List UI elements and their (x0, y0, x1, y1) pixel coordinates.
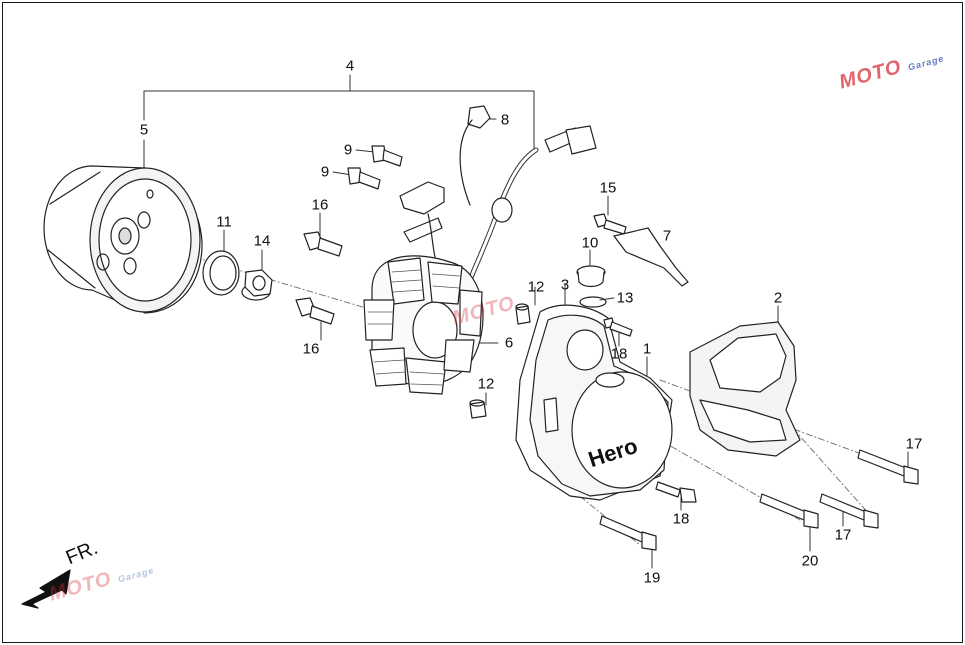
callout-20: 20 (801, 552, 819, 570)
callout-15: 15 (599, 179, 617, 197)
dowel-pins-12 (469, 303, 531, 419)
generator-cover-1 (529, 314, 673, 497)
bolts-17-20-19 (599, 449, 919, 551)
callout-18a: 18 (610, 345, 628, 363)
plug-10 (576, 265, 606, 288)
callout-7: 7 (662, 227, 672, 245)
callout-14: 14 (253, 232, 271, 250)
grommet-8 (459, 105, 491, 206)
bolts-18 (603, 317, 697, 503)
clamp-bracket-7 (613, 227, 689, 287)
callout-17a: 17 (905, 435, 923, 453)
callout-16a: 16 (311, 196, 329, 214)
callout-10: 10 (581, 234, 599, 252)
callout-19: 19 (643, 569, 661, 587)
washer-11 (202, 250, 240, 296)
outer-cover-2 (689, 321, 801, 457)
leader-lines (119, 74, 909, 569)
flange-nut-14 (241, 269, 273, 301)
stator-6 (363, 255, 484, 395)
flywheel-rotor (43, 165, 203, 314)
callout-9a: 9 (343, 141, 353, 159)
o-ring-13 (579, 296, 607, 308)
callout-11: 11 (216, 213, 232, 231)
bolt-15 (593, 213, 627, 235)
callout-12a: 12 (527, 278, 545, 296)
callout-17b: 17 (834, 526, 852, 544)
bolts-9 (347, 145, 403, 190)
bolts-16 (295, 231, 343, 325)
callout-5: 5 (139, 121, 149, 139)
callout-4: 4 (345, 57, 355, 75)
callout-13: 13 (616, 289, 634, 307)
pulser-coil (399, 181, 445, 263)
callout-1: 1 (642, 340, 652, 358)
callout-6: 6 (504, 334, 514, 352)
front-direction-arrow (21, 569, 71, 609)
callout-2: 2 (773, 289, 783, 307)
callout-8: 8 (500, 111, 510, 129)
callout-9b: 9 (320, 163, 330, 181)
callout-3: 3 (560, 276, 570, 294)
callout-12b: 12 (477, 375, 495, 393)
callout-18b: 18 (672, 510, 690, 528)
callout-16b: 16 (302, 340, 320, 358)
wire-harness (467, 125, 597, 283)
